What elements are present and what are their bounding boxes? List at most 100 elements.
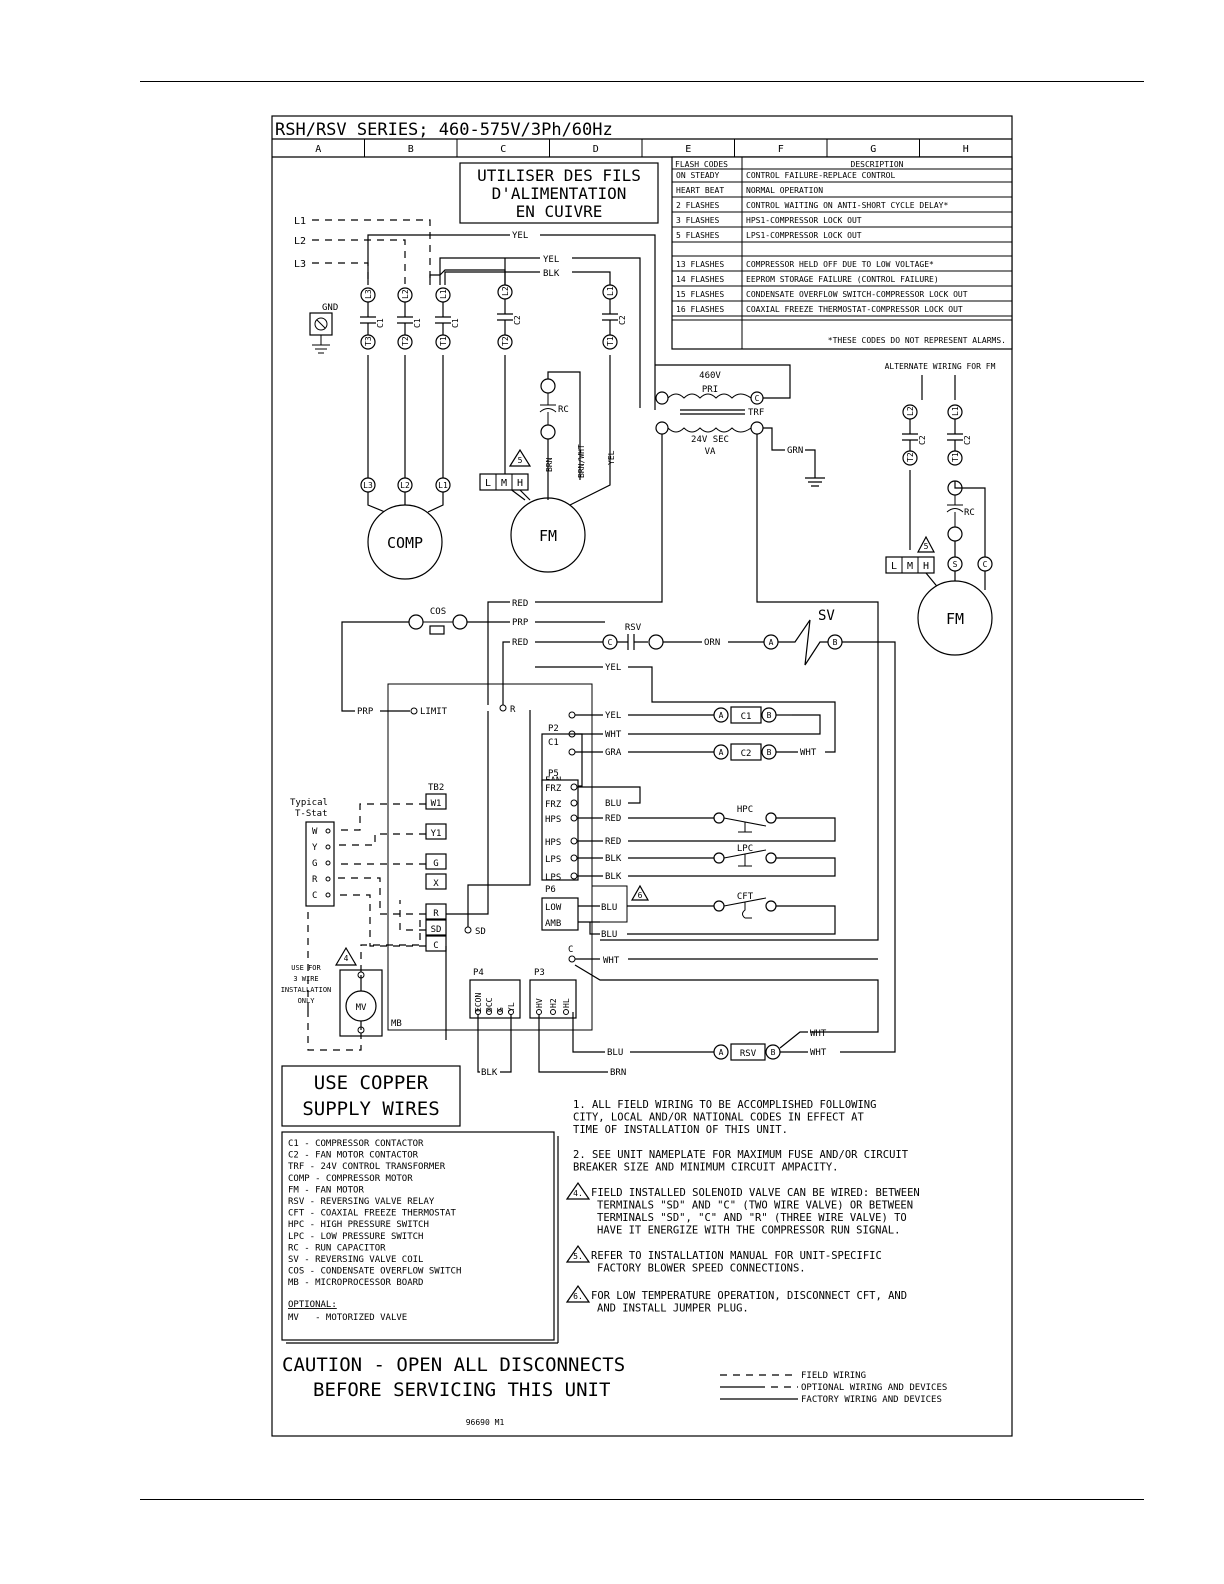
flash-header-desc: DESCRIPTION (851, 160, 904, 169)
svg-text:RED: RED (512, 599, 528, 609)
svg-text:ORN: ORN (704, 638, 720, 648)
note-mark-4: 6. (573, 1292, 583, 1301)
alt-c2-pole-2-label: C2 (918, 435, 927, 445)
p2-label: P2 (548, 724, 559, 734)
three-wire-line-1: 3 WIRE (293, 975, 318, 983)
hpc-label: HPC (737, 805, 753, 815)
legend-box (281, 1131, 555, 1341)
svg-text:WHT: WHT (810, 1029, 827, 1039)
svg-text:B: B (771, 1048, 776, 1057)
grid-col-a: A (315, 144, 321, 155)
p5-pin-1: FRZ (545, 800, 562, 810)
copper-note-line2: SUPPLY WIRES (302, 1098, 439, 1120)
tstat-terminal-1: Y (312, 843, 318, 853)
flash-code-7: 15 FLASHES (676, 290, 724, 299)
legend-item-8: LPC - LOW PRESSURE SWITCH (288, 1232, 423, 1242)
svg-text:WHT: WHT (800, 748, 817, 758)
transformer-pri: PRI (702, 385, 718, 395)
caution-line2: BEFORE SERVICING THIS UNIT (313, 1379, 610, 1401)
alt-c2-pole-1-load-terminal (947, 450, 963, 466)
svg-text:C: C (608, 638, 613, 647)
svg-text:L3: L3 (363, 481, 373, 490)
label-gnd: GND (322, 303, 338, 313)
svg-text:L1: L1 (951, 406, 960, 416)
svg-text:H: H (923, 561, 929, 572)
svg-text:BRN/WHT: BRN/WHT (577, 444, 586, 478)
french-note-line2: D'ALIMENTATION (492, 184, 627, 203)
svg-text:S: S (953, 560, 958, 569)
flash-footnote: *THESE CODES DO NOT REPRESENT ALARMS. (828, 336, 1006, 345)
svg-text:BLU: BLU (607, 1048, 623, 1058)
svg-text:BLK: BLK (605, 872, 622, 882)
svg-text:G: G (433, 859, 438, 869)
svg-text:5: 5 (518, 456, 523, 465)
flash-desc-7: CONDENSATE OVERFLOW SWITCH-COMPRESSOR LO… (746, 290, 968, 299)
flash-code-2: 2 FLASHES (676, 201, 720, 210)
alt-fan-motor (917, 580, 993, 656)
flash-desc-1: NORMAL OPERATION (746, 186, 823, 195)
transformer-460v: 460V (699, 371, 721, 381)
label-blk-1: BLK (543, 269, 560, 279)
grid-col-e: E (685, 144, 691, 155)
flash-code-6: 14 FLASHES (676, 275, 724, 284)
flash-desc-4: LPS1-COMPRESSOR LOCK OUT (746, 231, 862, 240)
svg-text:FM: FM (946, 610, 964, 628)
c1-pole-2-load-terminal (397, 334, 413, 350)
diagram-title: RSH/RSV SERIES; 460-575V/3Ph/60Hz (275, 120, 613, 140)
svg-text:L1: L1 (439, 289, 448, 299)
note-1-line-2: TIME OF INSTALLATION OF THIS UNIT. (573, 1124, 788, 1136)
tstat-terminal-4: C (312, 891, 317, 901)
note-3-line-2: TERMINALS "SD", "C" AND "R" (THREE WIRE … (597, 1212, 907, 1224)
lpc-label: LPC (737, 844, 753, 854)
legend-item-0: C1 - COMPRESSOR CONTACTOR (288, 1139, 424, 1149)
c1-pole-3-label: C1 (376, 318, 385, 328)
note-4-line-1: FACTORY BLOWER SPEED CONNECTIONS. (597, 1263, 806, 1275)
svg-text:MV: MV (356, 1003, 367, 1013)
svg-text:OCC: OCC (485, 997, 494, 1012)
drawing-number: 96690 M1 (466, 1418, 505, 1427)
flash-desc-2: CONTROL WAITING ON ANTI-SHORT CYCLE DELA… (746, 201, 948, 210)
legend-item-6: CFT - COAXIAL FREEZE THERMOSTAT (288, 1209, 457, 1219)
svg-text:BRN: BRN (610, 1068, 626, 1078)
c1-pole-1-load-terminal (435, 334, 451, 350)
note-1-line-1: CITY, LOCAL AND/OR NATIONAL CODES IN EFF… (573, 1112, 864, 1124)
svg-text:R: R (433, 909, 439, 919)
tstat-terminal-3: R (312, 875, 318, 885)
p5-pin-5: LPS (545, 873, 561, 883)
french-note-line3: EN CUIVRE (516, 202, 603, 221)
label-yel-top: YEL (512, 231, 528, 241)
tstat-title: Typical (290, 798, 328, 808)
p5-pin-0: FRZ (545, 784, 562, 794)
svg-text:L3: L3 (364, 289, 373, 299)
svg-text:4: 4 (344, 954, 349, 963)
legend-item-11: COS - CONDENSATE OVERFLOW SWITCH (288, 1267, 461, 1277)
svg-text:GRN: GRN (787, 446, 803, 456)
flash-code-0: ON STEADY (676, 171, 720, 180)
p4-connector (469, 979, 521, 1019)
legend-item-4: FM - FAN MOTOR (288, 1185, 364, 1195)
label-l3: L3 (294, 259, 306, 270)
legend-item-9: RC - RUN CAPACITOR (288, 1243, 386, 1253)
svg-text:H2: H2 (549, 998, 558, 1008)
note-5-line-0: FOR LOW TEMPERATURE OPERATION, DISCONNEC… (591, 1290, 907, 1302)
svg-text:YEL: YEL (607, 450, 616, 465)
p6-connector (541, 897, 579, 931)
transformer-va: VA (705, 447, 716, 457)
svg-text:GRA: GRA (605, 748, 622, 758)
c2-pole-1-label: C2 (618, 315, 627, 325)
limit-label: LIMIT (420, 707, 448, 717)
line-legend-optional: OPTIONAL WIRING AND DEVICES (801, 1383, 947, 1393)
rsv-contact-label: RSV (625, 623, 642, 633)
svg-text:B: B (767, 748, 772, 757)
compressor-motor (367, 504, 443, 580)
mb-label: MB (391, 1019, 402, 1029)
grid-col-d: D (593, 144, 599, 155)
flash-code-3: 3 FLASHES (676, 216, 720, 225)
note-2-line-1: BREAKER SIZE AND MINIMUM CIRCUIT AMPACIT… (573, 1162, 839, 1174)
svg-text:L2: L2 (501, 286, 510, 296)
svg-text:A: A (769, 638, 774, 647)
grid-col-f: F (778, 144, 784, 155)
rsv-coil (730, 1043, 766, 1061)
alt-c2-pole-2-load-terminal (902, 450, 918, 466)
